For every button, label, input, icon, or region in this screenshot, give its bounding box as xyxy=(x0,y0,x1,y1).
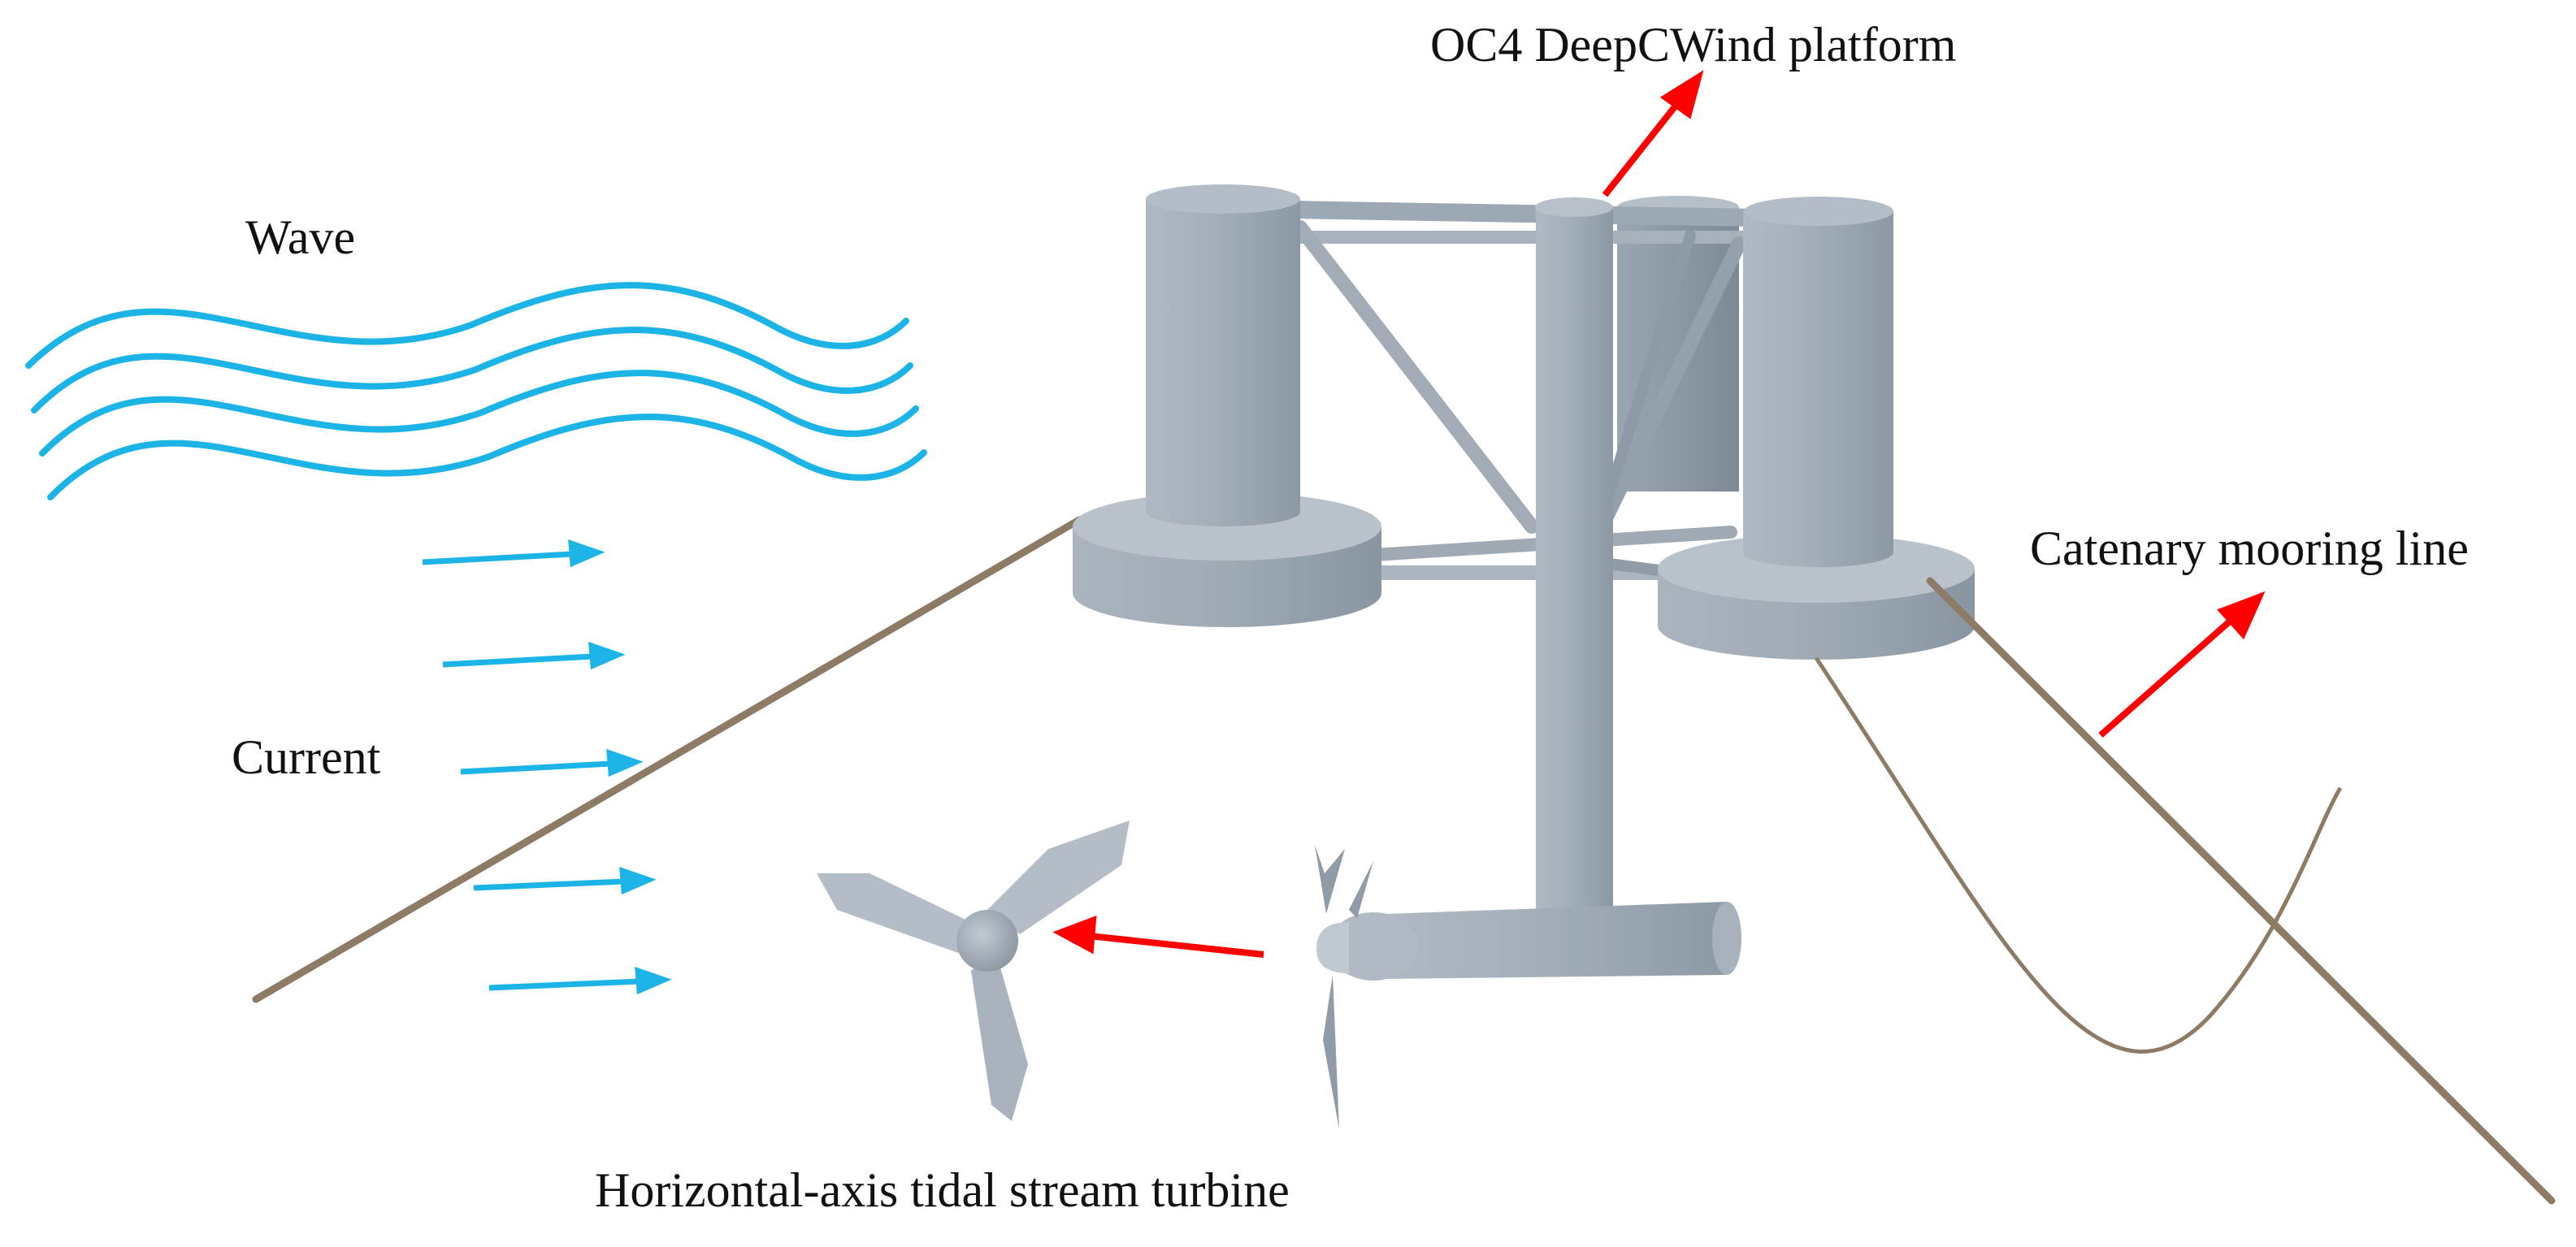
current-arrow-head xyxy=(606,748,644,777)
rotor-blade xyxy=(987,821,1130,934)
platform-pointer-arrow xyxy=(1602,95,1685,197)
turbine-rotor-side xyxy=(1315,845,1373,1129)
platform-label: OC4 DeepCWind platform xyxy=(1430,18,1957,71)
turbine-nacelle xyxy=(1316,902,1741,981)
wave-line xyxy=(31,327,913,414)
current-arrow-head xyxy=(568,539,605,568)
wave-line xyxy=(47,414,927,500)
right-column-base xyxy=(1658,535,1975,660)
current-arrow xyxy=(460,760,612,775)
wave-line xyxy=(39,370,919,457)
right-column xyxy=(1743,197,1893,568)
current-arrow-head xyxy=(635,966,672,995)
current-arrow xyxy=(442,653,594,668)
pointer-arrows xyxy=(1052,70,2266,958)
turbine-label: Horizontal-axis tidal stream turbine xyxy=(595,1163,1290,1217)
mooring-line-catenary xyxy=(1814,656,2343,1054)
rotor-blade xyxy=(971,950,1028,1121)
current-arrow xyxy=(473,878,625,891)
mooring-line-right xyxy=(1926,577,2556,1205)
current-arrow xyxy=(488,978,640,991)
rotor-blade xyxy=(817,873,979,955)
current-arrows xyxy=(422,539,672,995)
current-arrow-head xyxy=(588,641,626,670)
turbine-rotor-detail xyxy=(817,821,1130,1121)
mooring-label: Catenary mooring line xyxy=(2030,522,2469,575)
mooring-line-left xyxy=(252,516,1083,1003)
current-arrow xyxy=(422,551,574,565)
wave-label: Wave xyxy=(245,210,356,264)
wave-lines xyxy=(25,282,927,500)
wave-line xyxy=(25,282,909,369)
main-column xyxy=(1535,197,1613,922)
rotor-hub xyxy=(956,910,1018,972)
left-column xyxy=(1146,184,1300,526)
current-arrow-head xyxy=(619,866,657,895)
turbine-pointer-arrow xyxy=(1088,933,1264,958)
current-label: Current xyxy=(232,730,381,784)
mooring-pointer-arrow xyxy=(2098,611,2241,738)
